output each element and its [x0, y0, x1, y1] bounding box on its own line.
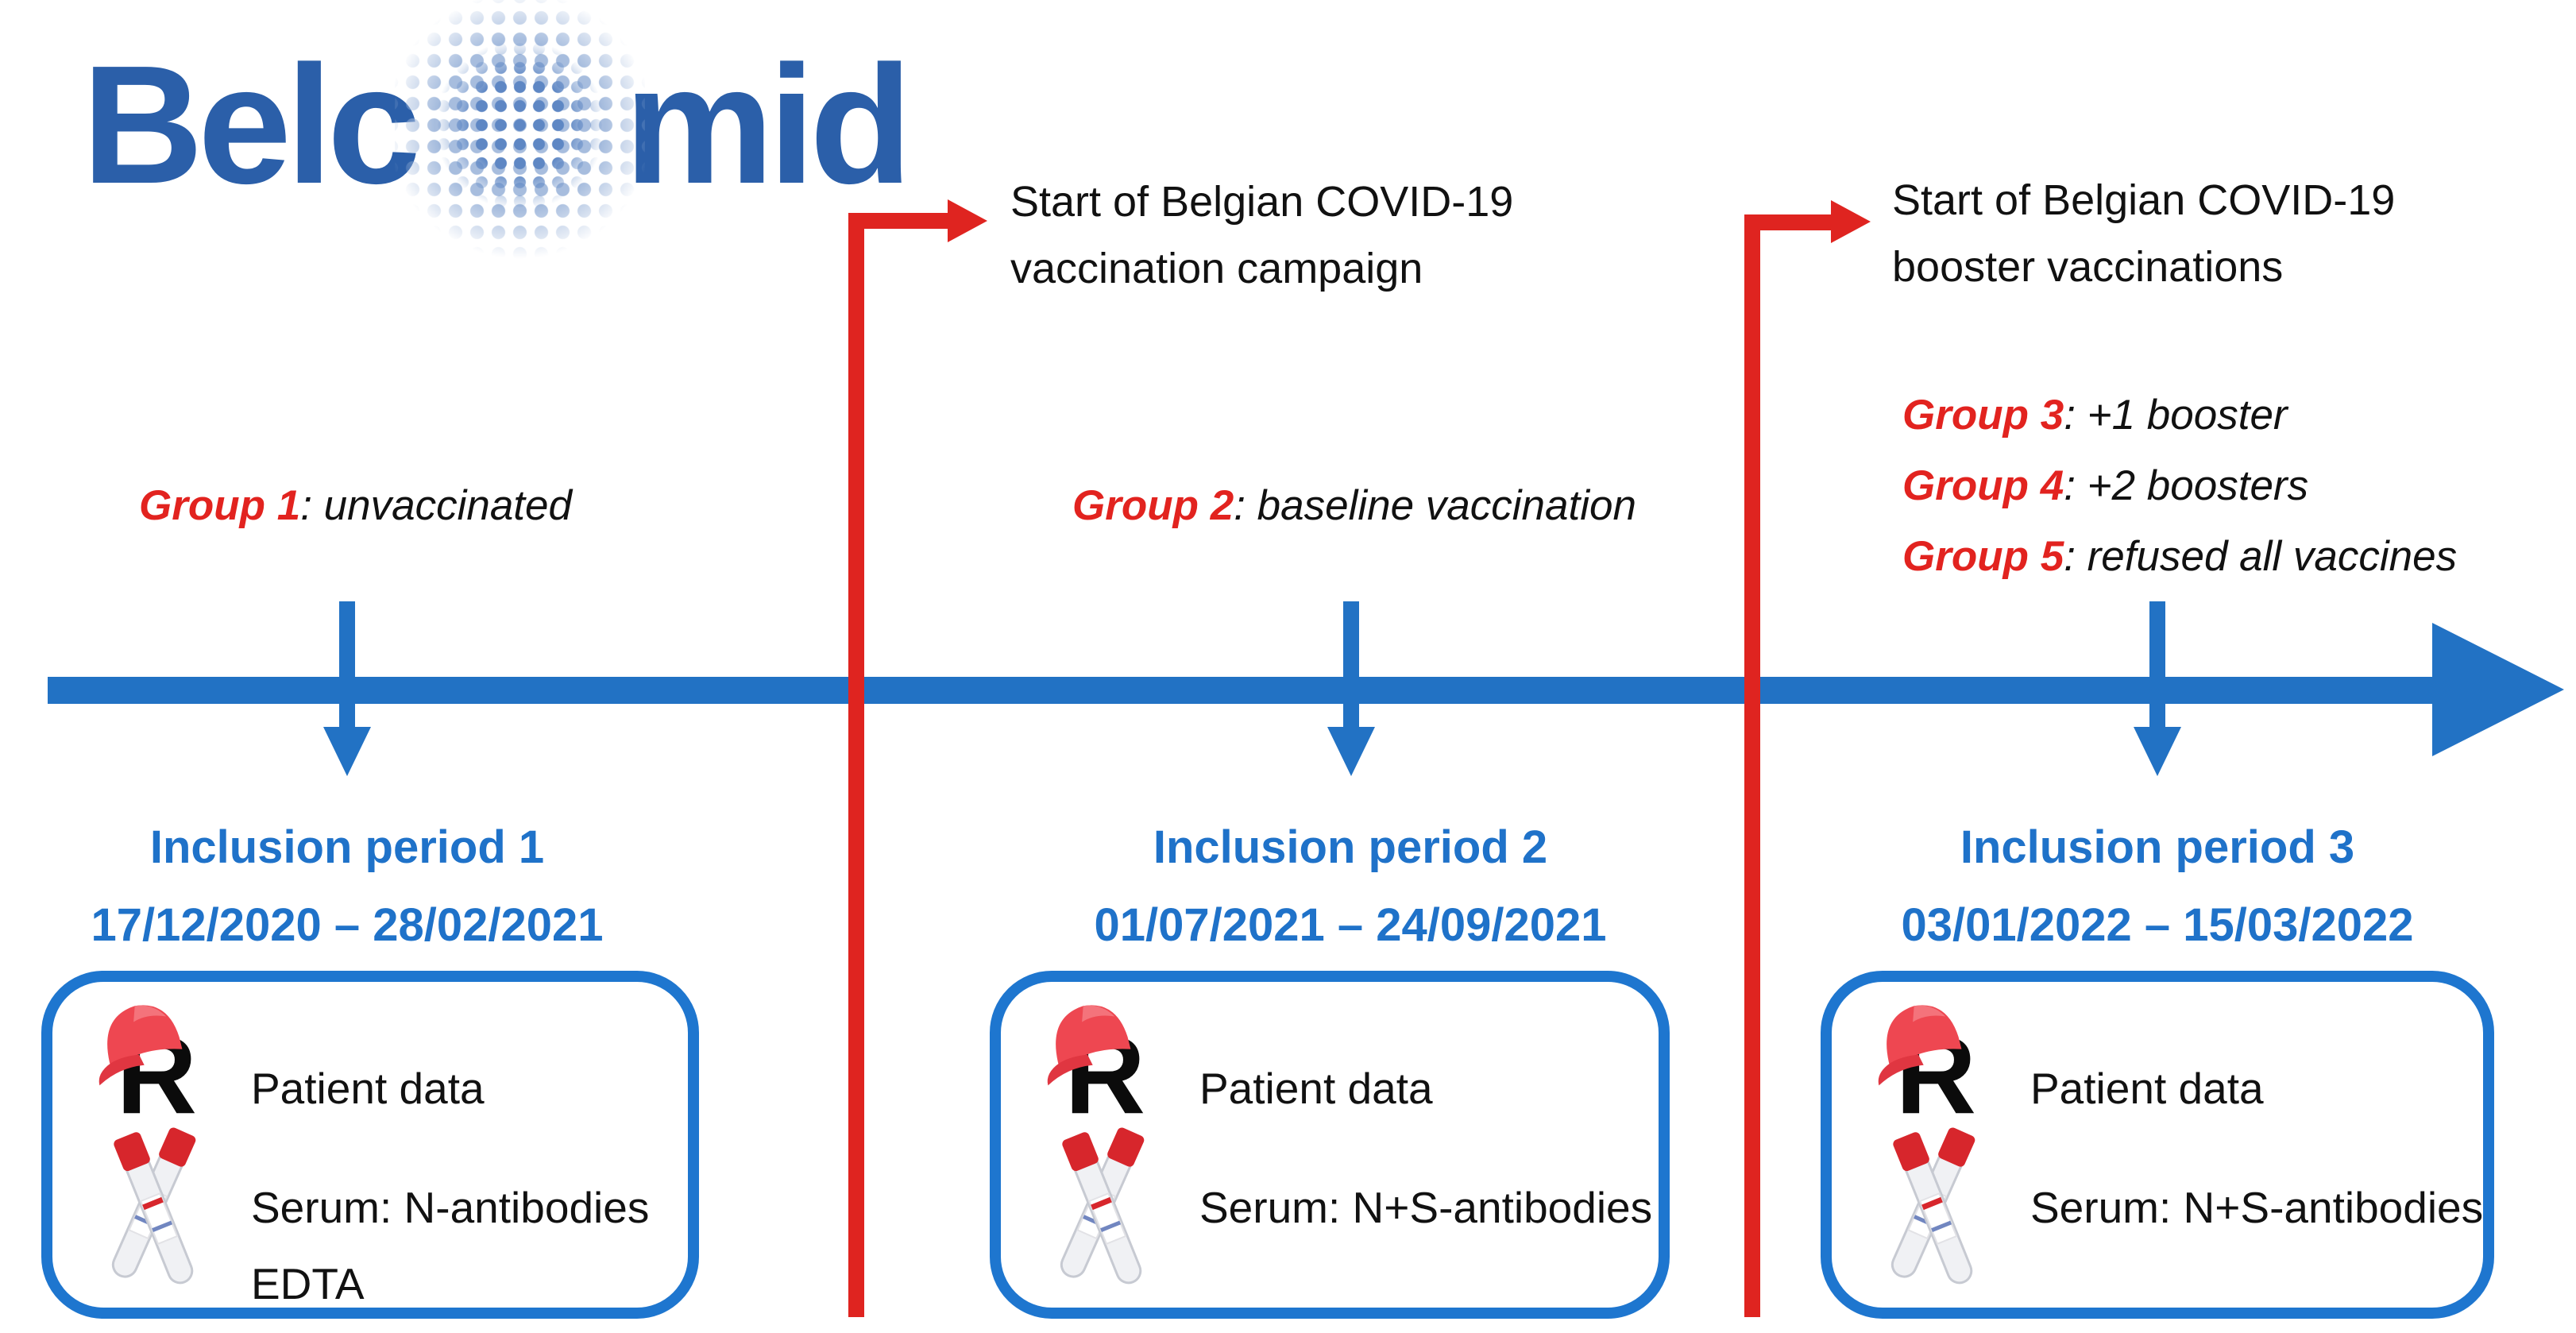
group-3-desc: : +1 booster [2064, 392, 2288, 439]
group-1-name: Group 1 [139, 482, 301, 529]
milestone-2-line1: Start of Belgian COVID-19 [1892, 176, 2396, 224]
card-1-serum-line2: EDTA [251, 1259, 365, 1308]
booster-vaccinations-arm [1744, 214, 1831, 230]
card-3-patient-data-label: Patient data [2030, 1064, 2264, 1113]
inclusion-period-1-title: Inclusion period 1 [149, 821, 545, 873]
inclusion-period-2-header: Inclusion period 2 01/07/2021 – 24/09/20… [1001, 825, 1700, 949]
groups-3-4-5-labels: Group 3: +1 booster Group 4: +2 boosters… [1902, 380, 2457, 592]
inclusion-period-3-dates: 03/01/2022 – 15/03/2022 [1901, 899, 2414, 951]
inclusion-period-1-header: Inclusion period 1 17/12/2020 – 28/02/20… [0, 825, 697, 949]
booster-vaccinations-label: Start of Belgian COVID-19 booster vaccin… [1892, 167, 2395, 300]
vaccination-campaign-arm [848, 213, 948, 229]
card-3-serum-line1: Serum: N+S-antibodies [2030, 1183, 2484, 1232]
milestone-2-line2: booster vaccinations [1892, 243, 2284, 291]
group-4-desc: : +2 boosters [2064, 462, 2309, 509]
card-1-serum-label: Serum: N-antibodies EDTA [251, 1182, 649, 1309]
timeline-bar [48, 677, 2443, 704]
card-2-serum-label: Serum: N+S-antibodies [1199, 1182, 1652, 1233]
group-5-name: Group 5 [1902, 533, 2064, 580]
inclusion-period-2-title: Inclusion period 2 [1153, 821, 1548, 873]
inclusion-1-down-arrowhead-icon [323, 727, 371, 776]
vaccination-campaign-arrowhead-icon [948, 199, 987, 242]
booster-vaccinations-arrowhead-icon [1831, 200, 1871, 243]
group-4-label: Group 4: +2 boosters [1902, 450, 2457, 521]
inclusion-period-3-card: R Patient data [1821, 971, 2494, 1319]
card-3-serum-label: Serum: N+S-antibodies [2030, 1182, 2483, 1233]
inclusion-period-1-card: R Patient data [41, 971, 699, 1319]
halftone-dot-circle-icon [395, 0, 645, 262]
redcap-r-icon: R [1878, 1005, 1976, 1123]
booster-vaccinations-line [1744, 214, 1760, 1317]
vaccination-campaign-label: Start of Belgian COVID-19 vaccination ca… [1010, 168, 1513, 302]
card-1-serum-line1: Serum: N-antibodies [251, 1183, 650, 1232]
inclusion-3-down-arrow-icon [2149, 601, 2165, 732]
milestone-1-line1: Start of Belgian COVID-19 [1010, 178, 1514, 226]
blood-tubes-icon [1890, 1127, 1975, 1285]
vaccination-campaign-line [848, 213, 864, 1317]
group-5-label: Group 5: refused all vaccines [1902, 521, 2457, 592]
group-2-label: Group 2: baseline vaccination [1072, 481, 1636, 530]
blood-tubes-icon [1060, 1127, 1145, 1285]
group-2-name: Group 2 [1072, 482, 1234, 529]
card-2-serum-line1: Serum: N+S-antibodies [1199, 1183, 1653, 1232]
card-1-patient-data-label: Patient data [251, 1064, 485, 1113]
logo-text-left: Belc [82, 30, 421, 218]
inclusion-period-2-dates: 01/07/2021 – 24/09/2021 [1094, 899, 1607, 951]
inclusion-period-3-title: Inclusion period 3 [1960, 821, 2355, 873]
inclusion-3-down-arrowhead-icon [2134, 727, 2181, 776]
inclusion-period-3-header: Inclusion period 3 03/01/2022 – 15/03/20… [1808, 825, 2507, 949]
inclusion-1-down-arrow-icon [339, 601, 355, 732]
timeline-arrowhead-icon [2432, 623, 2564, 756]
group-3-label: Group 3: +1 booster [1902, 380, 2457, 450]
card-2-patient-data-label: Patient data [1199, 1064, 1433, 1113]
group-3-name: Group 3 [1902, 392, 2064, 439]
group-5-desc: : refused all vaccines [2064, 533, 2458, 580]
inclusion-period-1-dates: 17/12/2020 – 28/02/2021 [91, 899, 604, 951]
belcomid-logo: Belc mid [82, 17, 913, 232]
blood-tubes-icon [111, 1127, 196, 1285]
group-1-desc: : unvaccinated [300, 482, 572, 529]
inclusion-period-2-card: R Patient data [990, 971, 1670, 1319]
group-1-label: Group 1: unvaccinated [139, 481, 572, 530]
group-4-name: Group 4 [1902, 462, 2064, 509]
redcap-r-icon: R [1047, 1005, 1145, 1123]
redcap-r-icon: R [98, 1005, 197, 1123]
logo-text-right: mid [624, 30, 913, 218]
inclusion-2-down-arrow-icon [1343, 601, 1359, 732]
inclusion-2-down-arrowhead-icon [1327, 727, 1375, 776]
group-2-desc: : baseline vaccination [1234, 482, 1636, 529]
milestone-1-line2: vaccination campaign [1010, 245, 1423, 292]
